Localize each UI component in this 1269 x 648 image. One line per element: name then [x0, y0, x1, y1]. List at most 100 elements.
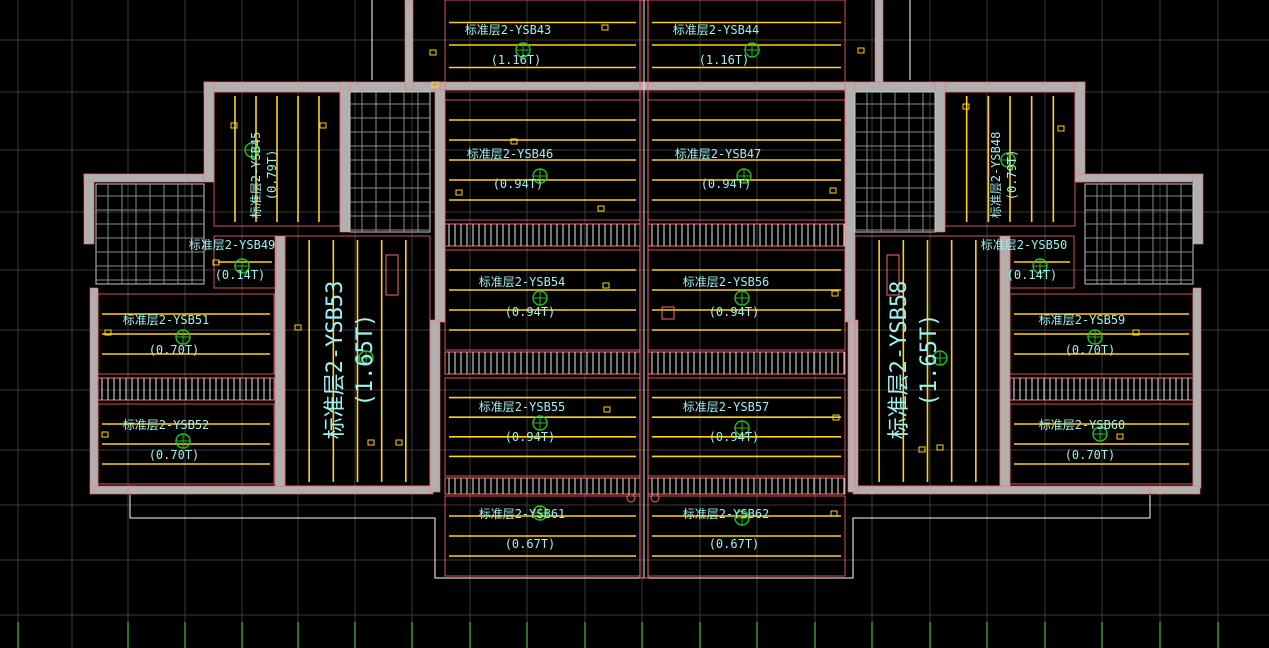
panel-marker	[175, 329, 191, 345]
panel-marker	[234, 258, 250, 274]
panel-marker	[358, 350, 374, 366]
wall-segment	[1192, 173, 1204, 245]
panel-weight: (0.70T)	[149, 343, 200, 357]
panel-weight: (0.94T)	[505, 430, 556, 444]
panel-weight: (0.70T)	[1065, 343, 1116, 357]
slab-outline	[944, 91, 1076, 227]
panel-marker	[515, 42, 531, 58]
opening-box	[385, 254, 399, 296]
panel-weight: (0.94T)	[493, 177, 544, 191]
wall-segment	[852, 485, 1151, 495]
panel-name: 标准层2-YSB48	[989, 132, 1003, 219]
tag-marker	[1057, 125, 1065, 132]
wall-segment	[934, 81, 946, 233]
wall-segment	[83, 173, 95, 245]
panel-label: 标准层2-YSB53(1.65T)	[323, 281, 378, 440]
tag-marker	[829, 187, 837, 194]
panel-name: 标准层2-YSB61	[479, 507, 566, 521]
wall-segment	[844, 81, 1086, 93]
panel-marker	[532, 290, 548, 306]
wall-segment	[1074, 173, 1196, 183]
tag-marker	[212, 259, 220, 266]
tag-marker	[319, 122, 327, 129]
panel-weight: (0.67T)	[709, 537, 760, 551]
panel-weight: (0.79T)	[265, 150, 279, 201]
panel-weight: (1.16T)	[491, 53, 542, 67]
wall-segment	[1192, 287, 1202, 489]
slab-outline	[284, 235, 431, 487]
opening-box	[661, 306, 675, 320]
panel-marker	[175, 433, 191, 449]
panel-weight: (0.94T)	[709, 305, 760, 319]
wall-segment	[274, 235, 286, 487]
tag-marker	[429, 49, 437, 56]
wall-segment	[404, 0, 414, 91]
panel-weight: (1.65T)	[353, 314, 378, 407]
panel-marker	[734, 420, 750, 436]
wall-segment	[89, 287, 99, 489]
mesh-band	[1009, 377, 1194, 401]
panel-name: 标准层2-YSB46	[467, 147, 554, 161]
tag-marker	[101, 431, 109, 438]
slab-outline	[97, 403, 275, 485]
tag-marker	[510, 138, 518, 145]
tag-marker	[832, 414, 840, 421]
tag-marker	[603, 406, 611, 413]
panel-weight: (0.14T)	[215, 268, 266, 282]
panel-name: 标准层2-YSB52	[123, 418, 210, 432]
panel-weight: (0.94T)	[701, 177, 752, 191]
panel-weight: (1.16T)	[699, 53, 750, 67]
panel-marker	[1000, 152, 1016, 168]
panel-marker	[532, 415, 548, 431]
wall-segment	[439, 81, 846, 91]
panel-name: 标准层2-YSB55	[479, 400, 566, 414]
slab-outline	[1009, 235, 1075, 289]
panel-marker	[244, 142, 260, 158]
building-outline	[371, 0, 911, 80]
slab-outline	[97, 293, 275, 375]
pipe-circle	[626, 493, 636, 503]
pipe-circle	[650, 493, 660, 503]
panel-name: 标准层2-YSB60	[1039, 418, 1126, 432]
panel-weight: (0.94T)	[709, 430, 760, 444]
tag-marker	[918, 446, 926, 453]
panel-name: 标准层2-YSB58	[887, 281, 912, 440]
tag-marker	[936, 444, 944, 451]
wall-segment	[874, 0, 884, 91]
panel-label: 标准层2-YSB58(1.65T)	[887, 281, 942, 440]
panel-marker	[1032, 258, 1048, 274]
panel-name: 标准层2-YSB49	[189, 238, 276, 252]
panel-marker	[932, 350, 948, 366]
wall-segment	[127, 485, 434, 495]
panel-marker	[1092, 426, 1108, 442]
slab-outline	[213, 91, 341, 227]
panel-label: 标准层2-YSB48(0.79T)	[989, 132, 1019, 219]
panel-weight: (1.65T)	[917, 314, 942, 407]
panel-name: 标准层2-YSB51	[123, 313, 210, 327]
panel-name: 标准层2-YSB50	[981, 238, 1068, 252]
building-walls	[83, 0, 1204, 579]
slab-panels	[97, 0, 1194, 579]
tag-marker	[230, 122, 238, 129]
panel-name: 标准层2-YSB47	[675, 147, 762, 161]
panel-name: 标准层2-YSB56	[683, 275, 770, 289]
wall-segment	[203, 81, 215, 183]
panel-marker	[744, 42, 760, 58]
tag-marker	[857, 47, 865, 54]
wall-segment	[1149, 485, 1201, 495]
tag-marker	[367, 439, 375, 446]
wall-segment	[429, 319, 441, 493]
tag-marker	[962, 103, 970, 110]
wall-segment	[1074, 81, 1086, 183]
panel-name: 标准层2-YSB45	[249, 132, 263, 219]
opening-box	[886, 254, 900, 296]
panel-weight: (0.70T)	[1065, 448, 1116, 462]
panel-marker	[532, 505, 548, 521]
wall-segment	[844, 81, 856, 323]
panel-name: 标准层2-YSB57	[683, 400, 770, 414]
tag-marker	[1116, 433, 1124, 440]
wall-segment	[847, 319, 859, 493]
slab-outline	[213, 235, 277, 289]
panel-weight: (0.94T)	[505, 305, 556, 319]
